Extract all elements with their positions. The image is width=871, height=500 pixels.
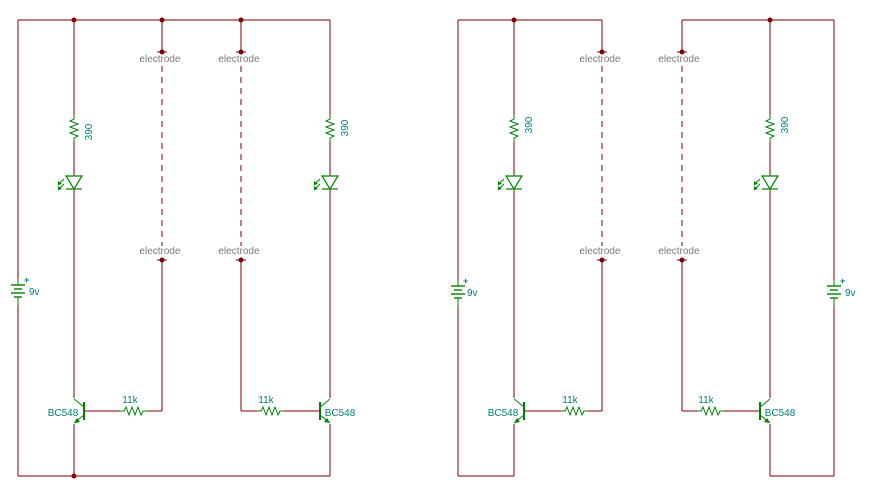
battery-plus-label: + (24, 275, 29, 285)
battery-voltage-label: 9v (29, 287, 40, 298)
resistor-11k-icon (560, 406, 589, 416)
wires-left (17, 19, 331, 477)
electrode-label: electrode (658, 246, 700, 257)
electrode-label: electrode (658, 54, 700, 65)
transistor-label: BC548 (765, 408, 796, 419)
electrode-label: electrode (218, 54, 260, 65)
battery-plus-label: + (840, 276, 845, 286)
resistor-390-icon (69, 114, 79, 143)
circuit-right: 390 390 + 9v + 9v 11k 11k BC548 BC548 el… (450, 17, 856, 477)
resistor-label: 390 (340, 119, 351, 136)
wires-right (457, 19, 835, 477)
battery-icon (826, 279, 842, 307)
junction-nodes-left (71, 17, 244, 479)
transistor-label: BC548 (48, 408, 79, 419)
resistor-390-icon (325, 114, 335, 143)
electrode-label: electrode (218, 246, 260, 257)
junction-nodes-right (511, 17, 773, 263)
electrode-gap-dashes-right (601, 66, 683, 246)
resistor-label: 390 (84, 123, 95, 140)
resistor-label: 11k (122, 395, 138, 406)
led-icon (313, 175, 339, 191)
resistor-label: 11k (258, 395, 274, 406)
transistor-label: BC548 (488, 408, 519, 419)
battery-voltage-label: 9v (845, 288, 856, 299)
electrode-plates-left (156, 51, 247, 261)
electrode-label: electrode (579, 246, 621, 257)
resistor-11k-icon (119, 406, 148, 416)
resistor-label: 390 (780, 116, 791, 133)
resistor-390-icon (509, 114, 519, 143)
resistor-11k-icon (696, 406, 725, 416)
transistor-label: BC548 (325, 408, 356, 419)
led-icon (57, 175, 83, 191)
circuit-left: 390 390 + 9v 11k 11k BC548 BC548 electro… (10, 17, 356, 479)
led-icon (753, 175, 779, 191)
battery-voltage-label: 9v (467, 288, 478, 299)
battery-icon (10, 278, 26, 306)
electrode-gap-dashes-left (161, 66, 242, 246)
resistor-label: 11k (698, 395, 714, 406)
resistor-390-icon (765, 114, 775, 143)
electrode-label: electrode (139, 246, 181, 257)
electrode-label: electrode (139, 54, 181, 65)
resistor-11k-icon (256, 406, 285, 416)
resistor-label: 390 (524, 116, 535, 133)
battery-plus-label: + (463, 276, 468, 286)
resistor-label: 11k (562, 395, 578, 406)
electrode-label: electrode (579, 54, 621, 65)
led-icon (497, 175, 523, 191)
electrode-plates-right (596, 51, 688, 261)
